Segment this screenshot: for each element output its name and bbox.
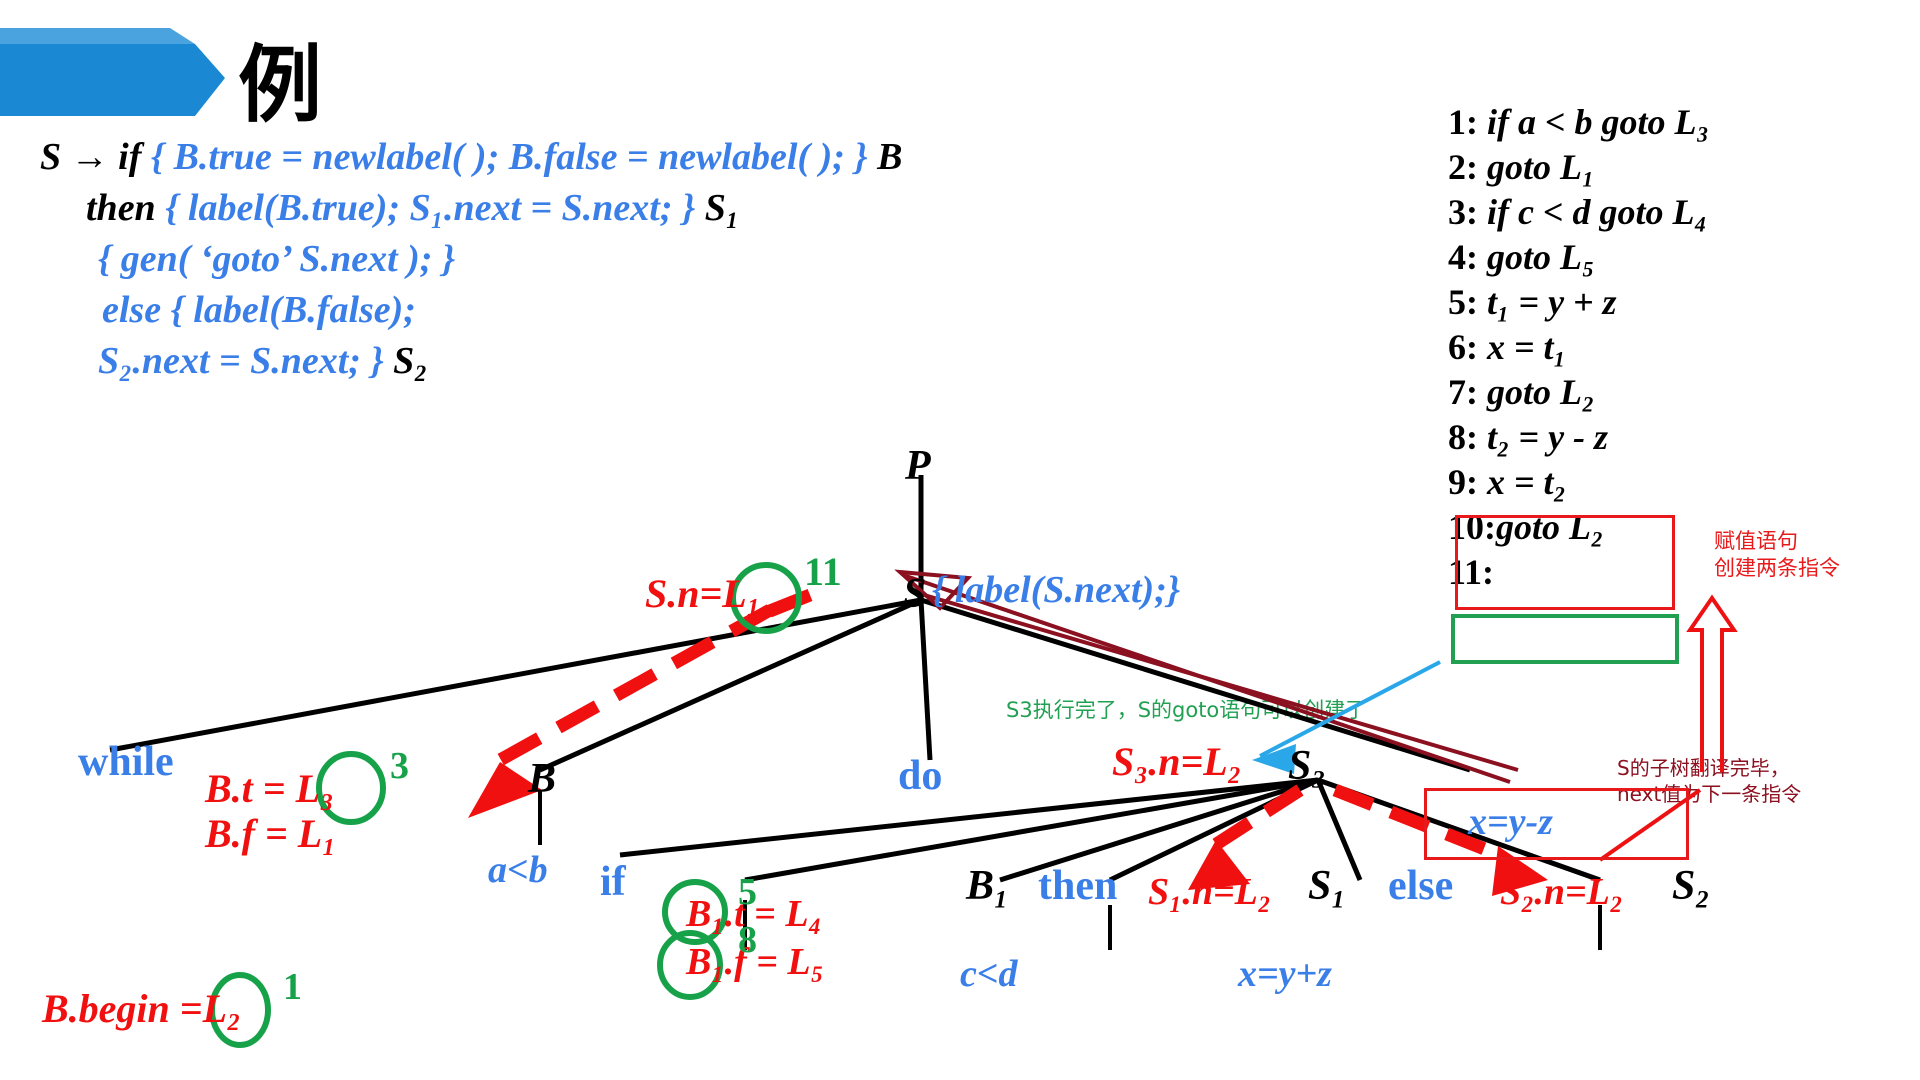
- tree-leaf-then: then: [1038, 863, 1118, 909]
- rule-line-2-head: then: [86, 187, 156, 229]
- title-banner-arrow: [0, 28, 225, 116]
- code-line-4-number: 4:: [1448, 237, 1478, 277]
- tree-leaf-while: while: [78, 739, 174, 785]
- code-line-3-number: 3:: [1448, 192, 1478, 232]
- rule-line-5: S₂.next = S.next; } S₂: [40, 336, 902, 387]
- rule-line-3: { gen( ‘goto’ S.next ); }: [40, 234, 902, 285]
- rule-line-1-symbol: B: [877, 136, 903, 178]
- tree-leaf-c-lt-d: c<d: [960, 953, 1018, 995]
- attr-B1-false-label: L₅: [787, 941, 824, 983]
- rule-line-4: else { label(B.false);: [40, 285, 902, 336]
- code-line-10: 10:goto L₂: [1448, 505, 1709, 550]
- code-line-6-number: 6:: [1448, 327, 1478, 367]
- rule-line-2: then { label(B.true); S₁.next = S.next; …: [40, 183, 902, 234]
- code-line-2-number: 2:: [1448, 147, 1478, 187]
- code-line-6: 6: x = t₁: [1448, 325, 1709, 370]
- code-line-2: 2: goto L₁: [1448, 145, 1709, 190]
- code-line-8-number: 8:: [1448, 417, 1478, 457]
- attr-B-true: B.t = L₃: [205, 766, 334, 811]
- tree-leaf-x-eq-y-plus-z: x=y+z: [1238, 953, 1332, 995]
- code-line-9-number: 9:: [1448, 462, 1478, 502]
- annotation-assignment-line1: 赋值语句: [1714, 529, 1798, 553]
- attr-B-true-order: 3: [390, 745, 409, 787]
- code-line-1: 1: if a < b goto L₃: [1448, 100, 1709, 145]
- annotation-assignment-line2: 创建两条指令: [1714, 556, 1840, 580]
- attr-S1-next: S₁.n=L₂: [1148, 871, 1272, 913]
- tree-node-P: P: [905, 443, 931, 489]
- code-line-4-instruction: goto L₅: [1487, 237, 1595, 277]
- rule-line-5-action: S₂.next = S.next; }: [98, 340, 394, 382]
- tree-leaf-if: if: [600, 859, 626, 905]
- tree-leaf-a-lt-b: a<b: [488, 849, 548, 891]
- annotation-assignment-note: 赋值语句 创建两条指令: [1714, 528, 1840, 582]
- grammar-rule-block: S → if { B.true = newlabel( ); B.false =…: [40, 132, 902, 387]
- attr-S3-next: S₃.n=L₂: [1112, 739, 1242, 784]
- code-line-5-instruction: t₁ = y + z: [1487, 282, 1617, 322]
- attr-B-begin: B.begin =L₂: [42, 986, 241, 1031]
- rule-line-2-symbol: S₁: [704, 187, 740, 229]
- attr-B-begin-label: L₂: [202, 986, 241, 1031]
- page-title: 例: [238, 36, 324, 134]
- code-line-1-instruction: if a < b goto L₃: [1487, 102, 1710, 142]
- tree-node-B1: B₁: [966, 863, 1009, 909]
- code-line-6-instruction: x = t₁: [1487, 327, 1567, 367]
- rule-line-5-symbol: S₂: [393, 340, 428, 382]
- attr-S-next-order: 11: [804, 549, 842, 594]
- code-line-7: 7: goto L₂: [1448, 370, 1709, 415]
- code-line-5: 5: t₁ = y + z: [1448, 280, 1709, 325]
- code-line-8-instruction: t₂ = y - z: [1487, 417, 1609, 457]
- code-line-10-instruction: goto L₂: [1496, 507, 1604, 547]
- code-line-8: 8: t₂ = y - z: [1448, 415, 1709, 460]
- tree-leaf-x-eq-y-minus-z: x=y-z: [1468, 801, 1553, 843]
- rule-line-1: S → if { B.true = newlabel( ); B.false =…: [40, 132, 902, 183]
- code-line-5-number: 5:: [1448, 282, 1478, 322]
- tree-node-B: B: [528, 756, 557, 802]
- annotation-subtree-line1: S的子树翻译完毕，: [1617, 756, 1790, 780]
- attr-S2-next: S₂.n=L₂: [1500, 871, 1624, 913]
- tree-node-S: S: [903, 571, 927, 617]
- tree-node-S1: S₁: [1308, 863, 1347, 909]
- annotation-s3-done-note: S3执行完了，S的goto语句可以创建了: [1006, 698, 1367, 722]
- code-line-1-number: 1:: [1448, 102, 1478, 142]
- attr-B1-true: B₁.t = L₄: [686, 893, 822, 935]
- code-line-9: 9: x = t₂: [1448, 460, 1709, 505]
- highlight-box-leaf-assignment: [1424, 788, 1689, 860]
- attr-B1-false-order: 8: [738, 919, 757, 961]
- rule-line-1-head: S → if: [40, 136, 142, 178]
- attr-B1-true-label: L₄: [785, 893, 822, 935]
- attr-S-next: S.n=L₁: [645, 571, 761, 616]
- tree-node-S3: S₃: [1288, 743, 1327, 789]
- code-line-9-instruction: x = t₂: [1487, 462, 1567, 502]
- code-line-4: 4: goto L₅: [1448, 235, 1709, 280]
- highlight-box-goto-instruction: [1451, 614, 1679, 664]
- code-line-2-instruction: goto L₁: [1487, 147, 1595, 187]
- tree-leaf-do: do: [898, 753, 943, 799]
- rule-line-4-action: else { label(B.false);: [102, 289, 416, 331]
- rule-line-1-action: { B.true = newlabel( ); B.false = newlab…: [141, 136, 878, 178]
- attr-B-begin-order: 1: [283, 966, 302, 1008]
- code-line-3: 3: if c < d goto L₄: [1448, 190, 1709, 235]
- highlight-box-assignment-instructions: [1455, 515, 1675, 610]
- rule-line-3-action: { gen( ‘goto’ S.next ); }: [98, 238, 456, 280]
- attr-S-next-label: L₁: [722, 571, 761, 616]
- tree-leaf-else: else: [1388, 863, 1454, 909]
- attr-B-false: B.f = L₁: [205, 811, 337, 856]
- attr-B1-true-order: 5: [738, 871, 757, 913]
- tree-node-S2: S₂: [1672, 863, 1711, 909]
- code-line-7-instruction: goto L₂: [1487, 372, 1595, 412]
- attr-B1-false: B₁.f = L₅: [686, 941, 824, 983]
- rule-line-2-action: { label(B.true); S₁.next = S.next; }: [155, 187, 705, 229]
- code-line-7-number: 7:: [1448, 372, 1478, 412]
- code-line-3-instruction: if c < d goto L₄: [1487, 192, 1708, 232]
- attr-B-true-label: L₃: [295, 766, 334, 811]
- tree-node-S-action: { label(S.next);}: [932, 569, 1181, 611]
